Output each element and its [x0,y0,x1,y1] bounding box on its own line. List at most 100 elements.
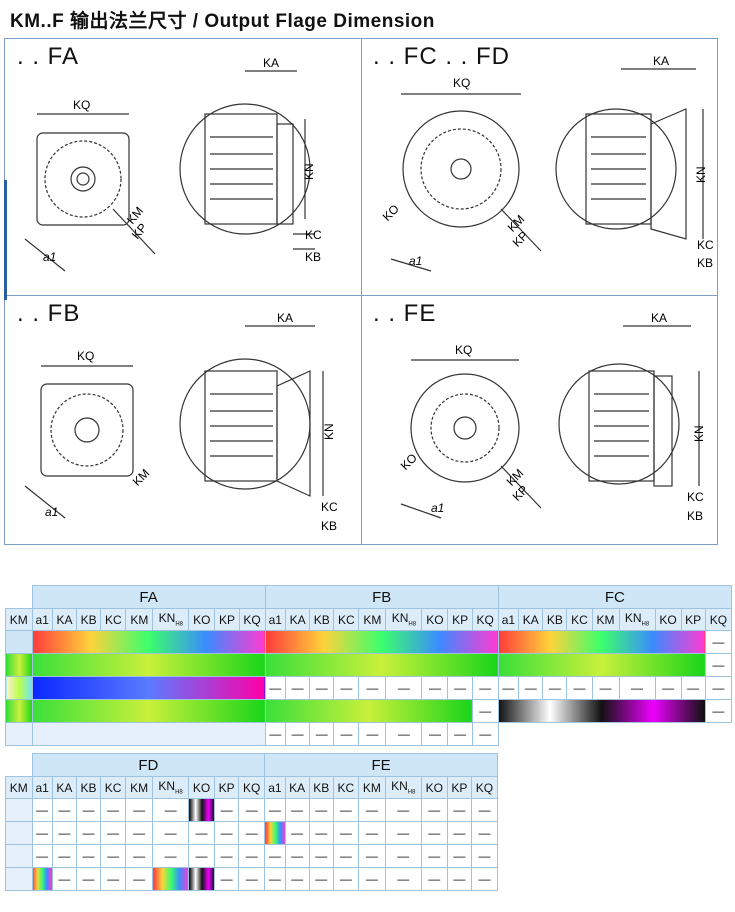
panel-fb: . . FB KQ KA KN KC KB KM [5,296,361,552]
col-a1: a1 [264,608,287,631]
dim-kb: KB [305,250,321,264]
dim-ka: KA [277,311,293,325]
col-kn: KNH8 [152,608,190,631]
col-km: KM [125,608,154,631]
col-kq: KQ [238,776,266,799]
col-kn: KNH8 [618,608,656,631]
col-kn: KNH8 [385,608,423,631]
col-ka: KA [51,776,77,799]
dim-kq: KQ [73,98,90,112]
col-kp: KP [680,608,706,631]
col-ko: KO [188,776,216,799]
dim-a1: a1 [45,505,58,519]
col-ko: KO [654,608,682,631]
col-kc: KC [100,776,127,799]
dim-kb: KB [321,519,337,533]
dimension-table-2: FD FE KM a1 KA KB KC KM KNH8 KO KP KQ a1… [5,753,499,891]
table-row: — — — — — — — — — — — — — — — — — [5,798,499,822]
col-a1: a1 [31,776,53,799]
col-km: KM [358,608,387,631]
col-kc: KC [100,608,127,631]
col-ka: KA [518,608,544,631]
col-kc: KC [566,608,593,631]
col-kp: KP [446,776,472,799]
table-group-row: FD FE [5,753,498,777]
col-kc: KC [332,776,359,799]
col-kq: KQ [238,608,266,631]
col-a1: a1 [264,776,286,799]
col-km: KM [5,776,33,799]
panel-fe: . . FE KQ KA KN KC KB [361,296,717,552]
table-row: — — — — — — — — — — — — — — — — — [5,821,499,845]
col-kq: KQ [704,608,733,631]
col-kb: KB [309,608,335,631]
col-kp: KP [214,776,240,799]
panel-label: . . FE [373,300,437,327]
dim-ka: KA [651,311,667,325]
group-fc: FC [497,585,733,609]
col-kb: KB [75,776,102,799]
dim-kc: KC [305,228,322,242]
dim-ko: KO [398,451,420,473]
dim-a1: a1 [43,250,56,264]
dim-kc: KC [687,490,704,504]
dim-kn: KN [302,163,316,180]
dim-ka: KA [653,54,669,68]
dimension-table-1: FA FB FC KM a1 KA KB KC KM KNH8 KO KP KQ… [5,585,733,746]
col-kb: KB [76,608,102,631]
dim-kn: KN [692,425,706,442]
table-row: — — — — — — — — — — — — — — — — — — [5,676,733,700]
dim-kc: KC [321,500,338,514]
panel-divider-vertical [361,39,362,544]
dim-km: KM [505,212,528,235]
panel-label: . . FB [17,300,81,327]
col-kb: KB [542,608,568,631]
dim-a1: a1 [409,254,422,268]
table-row: — — — — — — — — — [5,722,732,746]
col-kq: KQ [470,776,499,799]
col-ko: KO [421,608,449,631]
fb-drawing: KQ KA KN KC KB KM a1 [24,311,338,533]
table-row: — — [5,699,733,723]
dim-kq: KQ [77,349,94,363]
table-row: — — — — — — — — — — — — — — — — — — [5,844,499,868]
group-fd: FD [31,753,266,777]
col-ko: KO [188,608,216,631]
fcfd-drawing: KQ KA KN KC KB KM KP KO a1 [380,54,714,272]
table-group-row: FA FB FC [5,585,733,609]
col-ka: KA [284,608,311,631]
fa-drawing: KQ KA KN KC KB KM KP a1 [24,56,322,272]
col-kc: KC [333,608,360,631]
fe-drawing: KQ KA KN KC KB KM KP KO a1 [398,311,706,523]
dim-kn: KN [694,166,708,183]
page-title: KM..F 输出法兰尺寸 / Output Flage Dimension [10,11,435,32]
col-km: KM [591,608,620,631]
panel-fcfd: . . FC . . FD KQ KA KN KC [361,39,717,295]
col-km: KM [5,608,33,631]
dim-ko: KO [380,202,402,224]
panel-label: . . FC . . FD [373,43,510,70]
col-ka: KA [51,608,78,631]
col-kp: KP [214,608,240,631]
panel-divider-horizontal [5,295,717,296]
dim-kc: KC [697,238,714,252]
group-fb: FB [264,585,499,609]
group-fe: FE [264,753,498,777]
table-column-row: KM a1 KA KB KC KM KNH8 KO KP KQ a1 KA KB… [5,776,499,799]
dim-kn: KN [322,423,336,440]
dim-kq: KQ [453,76,470,90]
dim-kb: KB [687,509,703,523]
col-kn: KNH8 [384,776,422,799]
panel-fa: . . FA KQ KA [5,39,361,295]
table-row: — — — — — — — — — — — — — — — [5,867,499,891]
panel-label: . . FA [17,43,80,70]
col-kn: KNH8 [152,776,190,799]
col-kq: KQ [471,608,499,631]
table-row: — [5,653,733,677]
dim-ka: KA [263,56,279,70]
col-kp: KP [447,608,473,631]
dim-a1: a1 [431,501,444,515]
group-fa: FA [31,585,266,609]
col-ko: KO [420,776,448,799]
dim-kb: KB [697,256,713,270]
